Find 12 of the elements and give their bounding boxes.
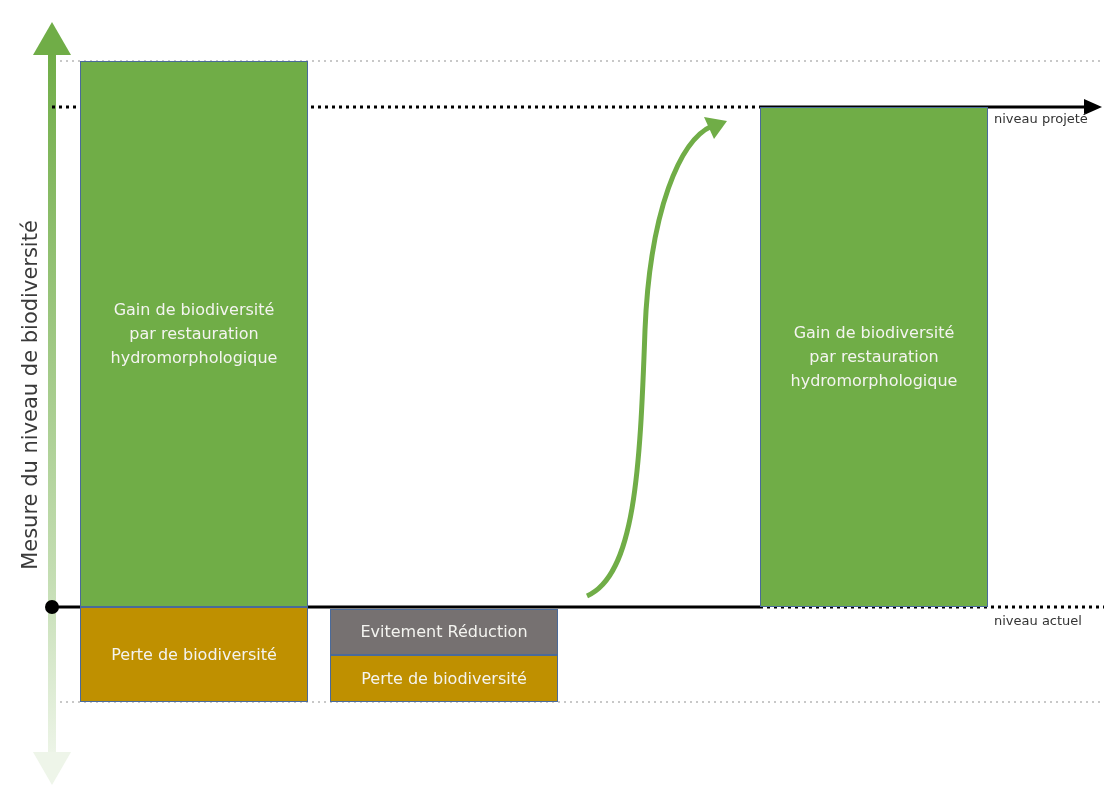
bar-label: Perte de biodiversité: [110, 643, 278, 666]
bar-label: Evitement Réduction: [359, 621, 529, 643]
axis-label: Mesure du niveau de biodiversité: [18, 220, 42, 570]
loss-bar: [80, 607, 308, 702]
avoidance-reduction-bar: [330, 609, 558, 655]
bar-label: Perte de biodiversité: [360, 667, 528, 690]
gain-bar: [760, 107, 988, 607]
loss-bar: [330, 655, 558, 702]
bar-label: Gain de biodiversité par restauration hydromorphologique: [109, 299, 279, 369]
gain-bar: [80, 61, 308, 607]
level-label: niveau actuel: [994, 613, 1082, 628]
bar-label: Gain de biodiversité par restauration hydromorphologique: [789, 322, 959, 392]
